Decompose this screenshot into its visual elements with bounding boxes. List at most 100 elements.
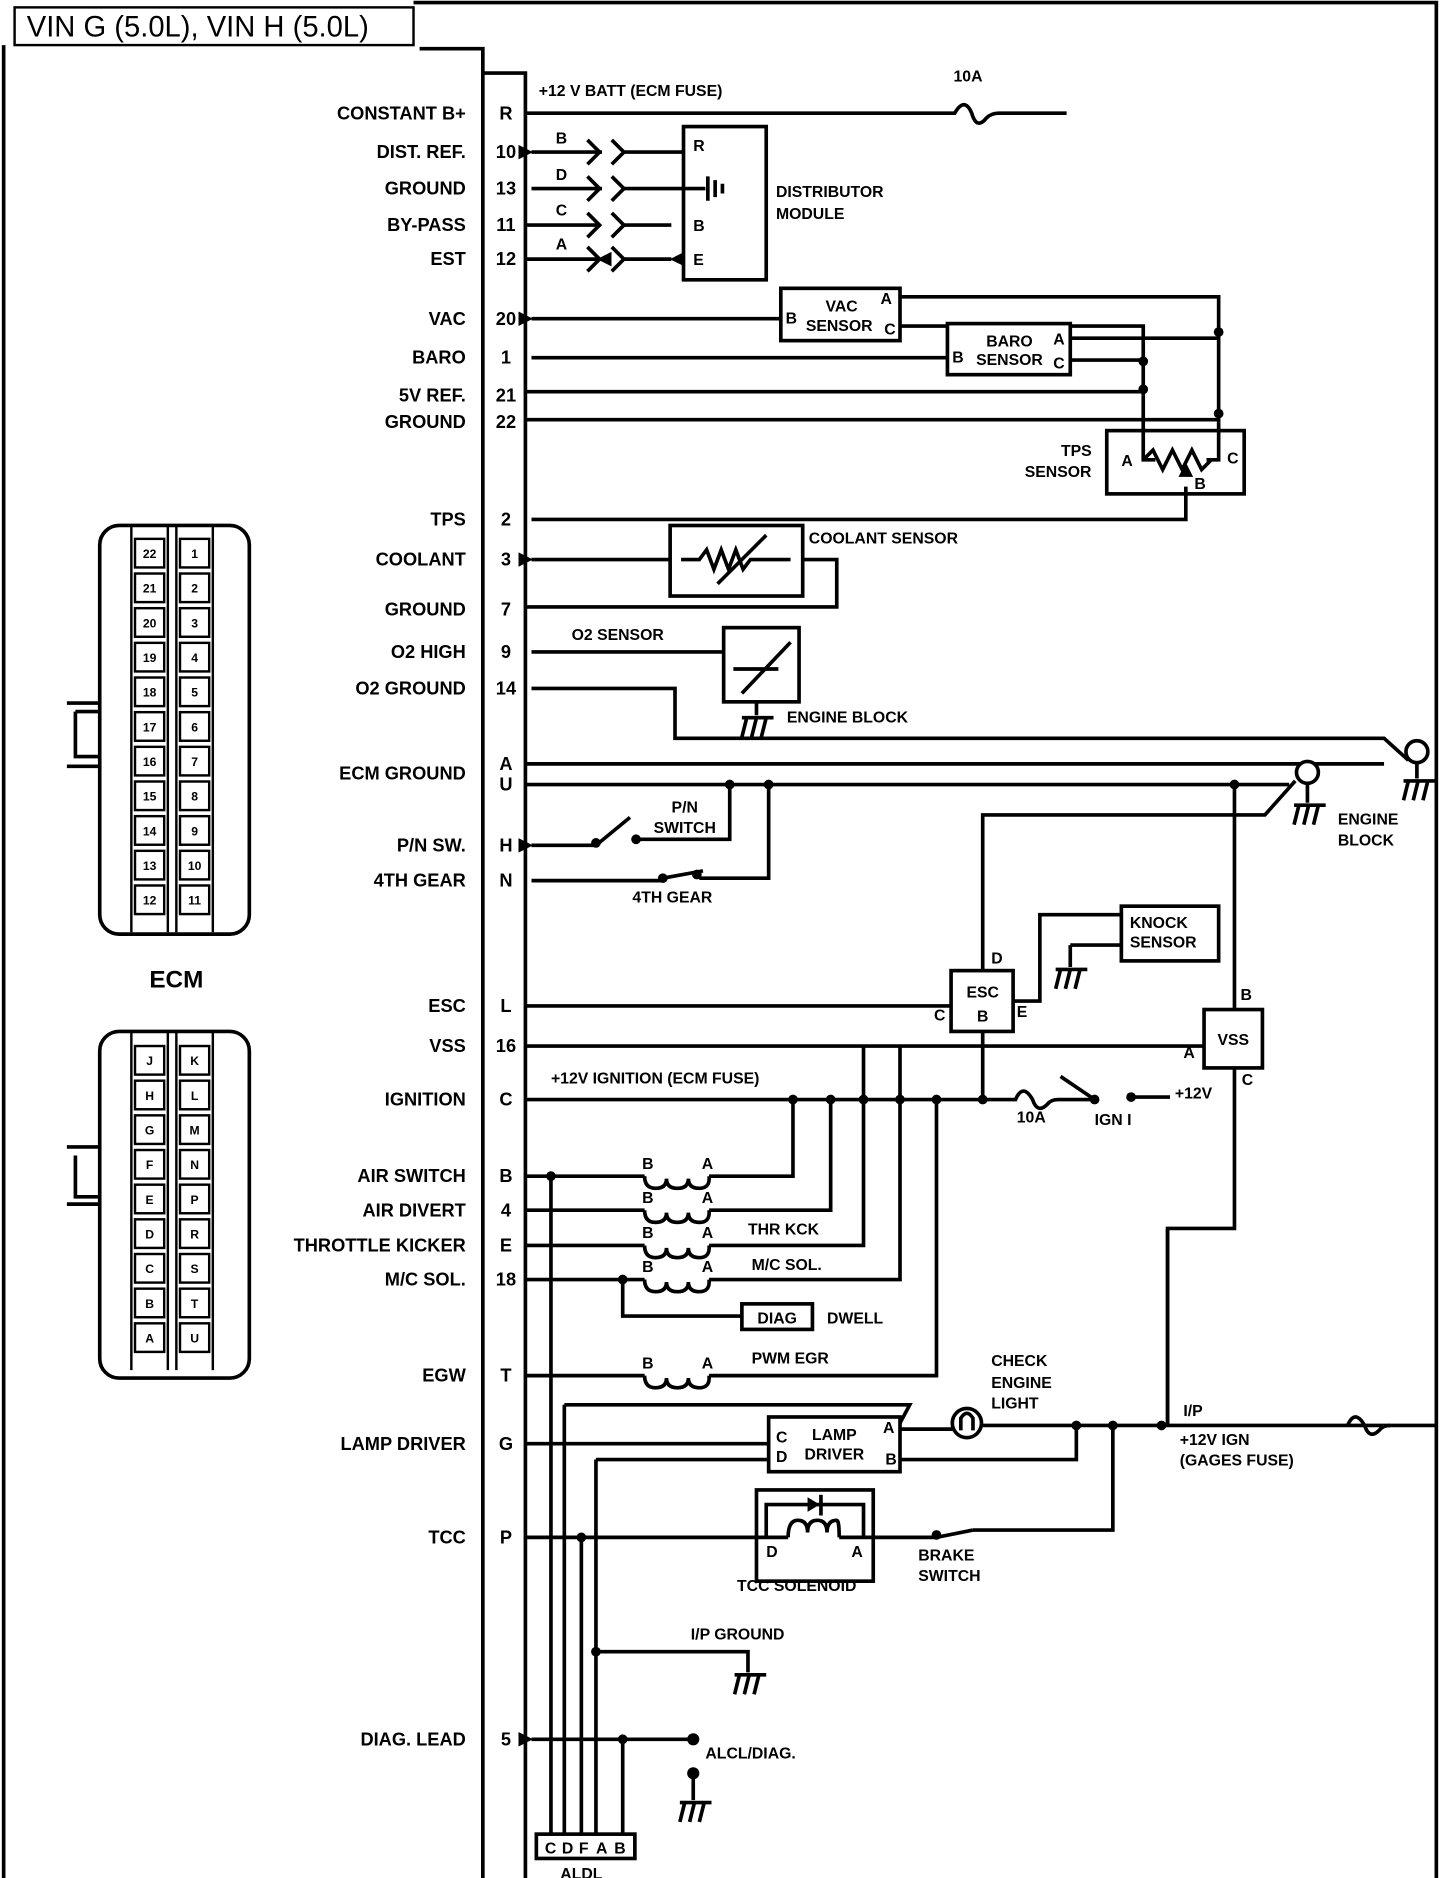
- ecm-ground-wires: ENGINE BLOCK: [525, 738, 1437, 974]
- connector-cavity: [133, 1114, 166, 1146]
- distributor-module: R B E B D C A DISTRIBUTOR MODULE: [525, 124, 884, 282]
- ground-icon: [1401, 779, 1437, 803]
- ecm-pin-label: VAC: [429, 308, 466, 329]
- brake-switch-label-2: SWITCH: [918, 1568, 980, 1585]
- connector-cavity: [133, 676, 166, 708]
- connector-pin-label: M: [190, 1124, 200, 1138]
- connector-cavity: [133, 572, 166, 604]
- connector-pin-label: N: [190, 1158, 199, 1172]
- diagram-title: VIN G (5.0L), VIN H (5.0L): [27, 12, 369, 44]
- connector-cavity: [133, 641, 166, 673]
- ecm-pin-number: 7: [501, 598, 511, 619]
- ecm-pin-number: 5: [501, 1728, 511, 1749]
- tcc-circuit: D A TCC SOLENOID BRAKE SWITCH: [525, 1488, 981, 1595]
- ecm-pin-number: A: [499, 753, 512, 774]
- vac-sensor-label-1: VAC: [826, 298, 858, 315]
- connector-pin-label: 14: [143, 824, 157, 838]
- battery-feed-wire: +12 V BATT (ECM FUSE) 10A: [525, 69, 1067, 125]
- tcc-solenoid-label: TCC SOLENOID: [737, 1578, 856, 1595]
- connector-cavity: [133, 1218, 166, 1250]
- dist-module-label-2: MODULE: [776, 206, 844, 223]
- connector-cavity: [178, 1044, 211, 1076]
- connector-pin-label: 11: [188, 894, 201, 908]
- connector-cavity: [178, 1218, 211, 1250]
- diag-label: DIAG: [757, 1310, 797, 1327]
- connector-cavity: [133, 1252, 166, 1284]
- ecm-pin-label: COOLANT: [376, 549, 466, 570]
- connector-cavity: [178, 1183, 211, 1215]
- connector-pin-label: 7: [191, 755, 198, 769]
- mc-sol-label: M/C SOL.: [752, 1257, 822, 1274]
- connector-cavity: [133, 1287, 166, 1319]
- ecm-pin-number: P: [500, 1526, 512, 1547]
- dist-pin-e: E: [693, 252, 704, 269]
- connector-cavity: [133, 745, 166, 777]
- esc-label: ESC: [966, 984, 998, 1001]
- alcl-diag-label: ALCL/DIAG.: [705, 1746, 795, 1763]
- ecm-pin-number: U: [499, 774, 512, 795]
- connector-pin-label: L: [191, 1089, 199, 1103]
- brake-switch-label-1: BRAKE: [918, 1547, 974, 1564]
- fourth-gear-label: 4TH GEAR: [632, 890, 712, 907]
- knock-label-2: SENSOR: [1130, 935, 1197, 952]
- connector-pin-label: 21: [143, 582, 157, 596]
- ecm-pin-number: 10: [496, 141, 516, 162]
- connector-pin-label: S: [191, 1262, 199, 1276]
- connector-pin-label: A: [145, 1331, 154, 1345]
- ecm-pin-label: BY-PASS: [387, 214, 466, 235]
- connector-pin-label: 17: [143, 720, 157, 734]
- ground-icon: [732, 1672, 769, 1697]
- ecm-pin-label: ESC: [428, 995, 466, 1016]
- lamp-driver-label-1: LAMP: [812, 1427, 857, 1444]
- aldl-label: ALDL: [560, 1866, 602, 1878]
- baro-pin-b: B: [952, 350, 963, 367]
- solenoid-pin-a: A: [702, 1259, 713, 1276]
- connector-cavity: [178, 849, 211, 881]
- tps-pin-c: C: [1227, 450, 1238, 467]
- check-engine-label-2: ENGINE: [991, 1375, 1052, 1392]
- ecm-pin-label: ECM GROUND: [339, 763, 466, 784]
- ecm-pin-number: B: [499, 1165, 512, 1186]
- ecm-pin-number: 12: [496, 248, 516, 269]
- aldl-pin-f: F: [579, 1841, 589, 1858]
- o2-sensor-label: O2 SENSOR: [572, 627, 665, 644]
- ecm-pin-label: DIST. REF.: [377, 141, 466, 162]
- connector-cavity: [178, 641, 211, 673]
- esc-pin-d: D: [991, 950, 1002, 967]
- connector-pin-label: T: [191, 1297, 199, 1311]
- ecm-pin-label: THROTTLE KICKER: [294, 1235, 466, 1256]
- connector-cavity: [178, 1252, 211, 1284]
- lamp-driver-label-2: DRIVER: [804, 1447, 864, 1464]
- vac-pin-a: A: [881, 291, 892, 308]
- ecm-pin-label: 4TH GEAR: [374, 870, 466, 891]
- ign-switch-label: IGN I: [1095, 1112, 1132, 1129]
- connector-pin-label: 22: [143, 547, 157, 561]
- ecm-pin-label: EST: [430, 248, 465, 269]
- connector-pin-label: 6: [191, 720, 198, 734]
- ecm-pin-number: H: [499, 834, 512, 855]
- solenoid-pin-b: B: [642, 1259, 653, 1276]
- ecm-pin-number: 16: [496, 1035, 516, 1056]
- ecm-pin-number: T: [500, 1365, 511, 1386]
- ip-ground-label: I/P GROUND: [691, 1627, 785, 1644]
- connector-cavity: [178, 780, 211, 812]
- connector-pin-label: 1: [191, 547, 198, 561]
- solenoid-pin-b: B: [642, 1156, 653, 1173]
- esc-pin-b: B: [977, 1009, 988, 1026]
- connector-pin-label: 9: [191, 824, 198, 838]
- ecm-pin-number: 20: [496, 308, 516, 329]
- ecm-pin-number: 14: [496, 678, 517, 699]
- pn-switch-label-2: SWITCH: [654, 820, 716, 837]
- connector-pin-label: D: [145, 1227, 154, 1241]
- pwm-egr-label: PWM EGR: [752, 1350, 830, 1367]
- vac-baro-tps-sensors: B A C VAC SENSOR B A C BARO SENSOR TPS S…: [525, 286, 1247, 522]
- ecm-pin-label: GROUND: [385, 178, 466, 199]
- ecm-pin-label: O2 GROUND: [355, 678, 465, 699]
- ecm-pin-number: 22: [496, 411, 516, 432]
- ecm-pin-number: 4: [501, 1199, 512, 1220]
- baro-label-1: BARO: [986, 334, 1033, 351]
